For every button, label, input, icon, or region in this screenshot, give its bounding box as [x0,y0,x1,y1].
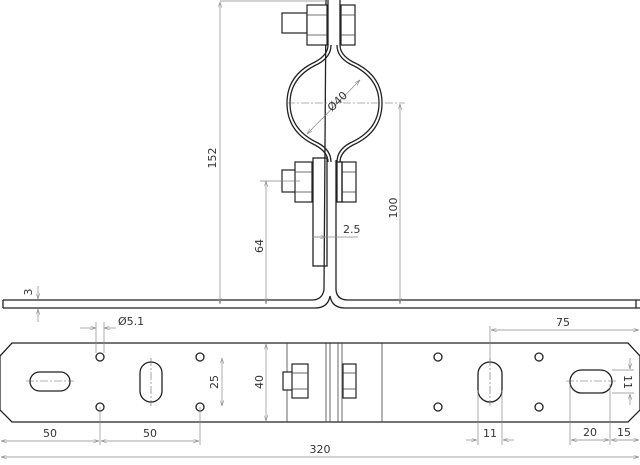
lower-bolt [281,161,357,203]
dim-40: 40 [253,375,266,389]
dim-11-slot-width: 11 [483,427,497,440]
side-view: 152 64 100 Ø40 2.5 3 [2,0,640,322]
dim-100: 100 [387,198,400,219]
plan-view: Ø5.1 25 40 50 50 320 75 11 20 15 11 [0,315,640,457]
dim-hole-diameter: Ø5.1 [118,315,144,328]
dim-50-middle: 50 [143,427,157,440]
dim-320: 320 [310,443,331,456]
dim-75: 75 [556,316,570,329]
dim-15: 15 [617,426,631,439]
dim-2-5: 2.5 [343,223,361,236]
dim-64: 64 [253,239,266,253]
dim-ring-diameter: Ø40 [325,89,350,114]
dim-50-left: 50 [43,427,57,440]
dim-152: 152 [206,148,219,169]
base-plate-side [3,0,640,309]
dim-3: 3 [22,289,35,296]
dim-11-slot-height: 11 [621,375,634,389]
slots [26,358,616,406]
holes [95,352,544,412]
top-bolt [281,4,356,46]
strip [312,157,328,267]
dim-20: 20 [583,426,597,439]
plan-bolt [282,363,357,399]
dim-25: 25 [208,375,221,389]
base-plate-plan [0,342,640,423]
